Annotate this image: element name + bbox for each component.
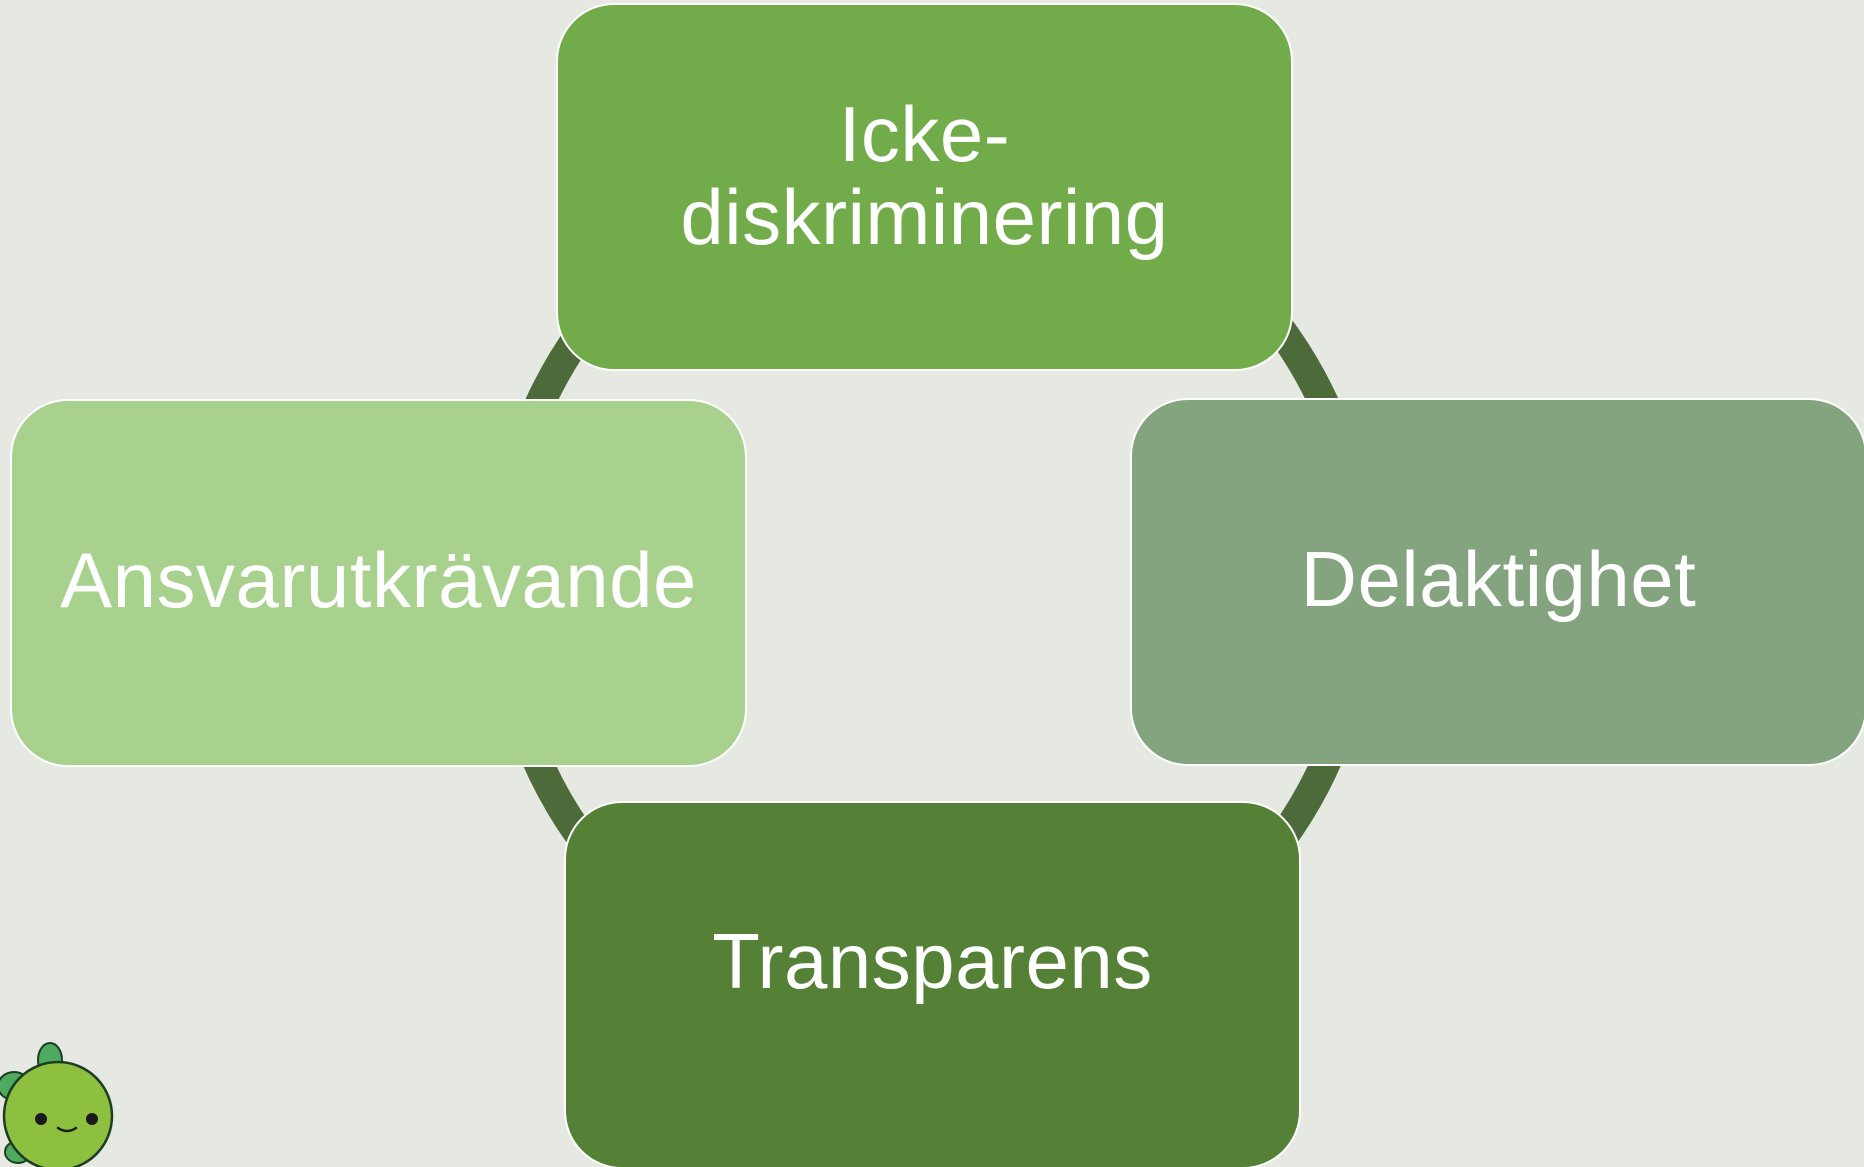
node-label-transparens: Transparens: [712, 916, 1153, 1005]
turtle-icon: [0, 1042, 114, 1167]
node-icke-diskriminering: Icke- diskriminering: [556, 3, 1293, 371]
node-label-ansvarutkravande: Ansvarutkrävande: [60, 535, 697, 624]
node-transparens: Transparens: [564, 801, 1301, 1167]
node-delaktighet: Delaktighet: [1130, 398, 1864, 766]
node-label-icke-diskriminering: Icke- diskriminering: [680, 90, 1169, 261]
node-ansvarutkravande: Ansvarutkrävande: [10, 399, 747, 767]
node-label-delaktighet: Delaktighet: [1300, 534, 1697, 623]
